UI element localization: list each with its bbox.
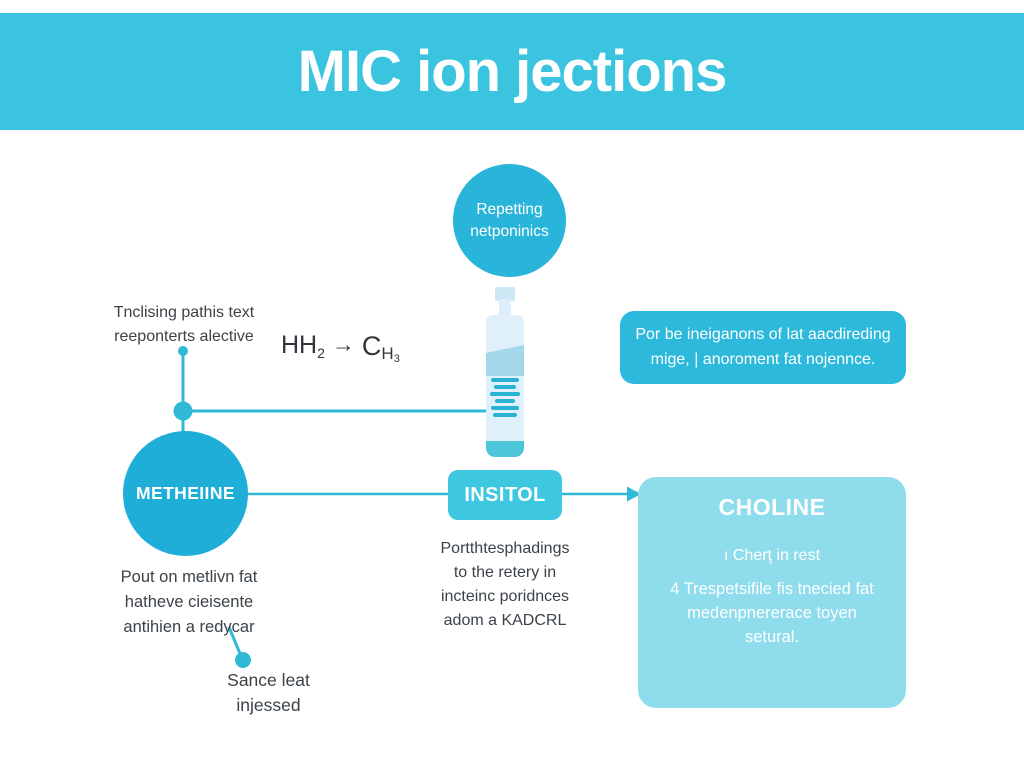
insitol-label: INSITOL (464, 483, 546, 506)
vial-neck (499, 299, 511, 318)
info-box-line2: mige, | anoroment fat nojennce. (650, 350, 876, 368)
vial-label-stripes (486, 378, 524, 417)
note-dot-small (178, 346, 188, 356)
choline-body-line1: 4 Trespetsifile fis tnecied fat (670, 580, 874, 598)
vial-body (486, 315, 524, 457)
info-box-line1: Por be ineiganons of lat aacdireding (635, 325, 891, 343)
choline-body: 4 Trespetsifile fis tnecied fat medenpne… (657, 578, 887, 650)
choline-subtitle: ı Cherţ in rest (723, 547, 821, 564)
choline-body-line3: setural. (744, 627, 800, 646)
vial-stripe (491, 378, 519, 382)
metheiine-caption: Pout on metlivn fat hatheve cieisente an… (83, 565, 295, 639)
title-banner: MIC ion jections (0, 13, 1024, 130)
arrowhead-icon (627, 486, 641, 502)
repeating-circle-line1: Repetting (476, 200, 543, 218)
insitol-node: INSITOL (448, 470, 562, 520)
repeating-circle: Repetting netponinics (453, 164, 566, 277)
vial-stripe (494, 385, 516, 389)
note-dot-large (173, 401, 193, 421)
page-title: MIC ion jections (297, 39, 728, 104)
metheiine-node: METHEIINE (123, 431, 248, 556)
pointer-line (227, 626, 243, 657)
vial-base (486, 441, 524, 457)
insitol-caption-line1: Portthtesphadings (440, 540, 570, 557)
choline-body-line2: medenpnererace toyen (687, 603, 857, 622)
vial-stripe (495, 399, 515, 403)
formula-base1: HH (281, 331, 318, 359)
vial-stripe (490, 392, 520, 396)
vial-stripe (493, 413, 517, 417)
formula-sub2: H (381, 344, 394, 363)
formula-sub1: 2 (317, 345, 325, 361)
formula-sub3: 3 (393, 353, 400, 365)
metheiine-caption-line1: Pout on metlivn fat (120, 568, 258, 586)
vial-illustration (486, 287, 524, 457)
info-box: Por be ineiganons of lat aacdireding mig… (620, 311, 906, 384)
vial-liquid-fill (486, 345, 524, 376)
vial-cap (495, 287, 515, 301)
formula-base2: C (361, 331, 382, 361)
metheiine-label: METHEIINE (136, 483, 235, 503)
formula-arrow-icon: → (331, 331, 355, 357)
pointer-dot (235, 652, 251, 668)
pointer-caption-line1: Sance leat (227, 670, 310, 690)
metheiine-caption-line3: antihien a redycar (123, 617, 255, 636)
insitol-caption-line3: incteinc poridnces (440, 588, 570, 605)
left-note-line1: Tnclising pathis text (113, 304, 255, 321)
insitol-caption: Portthtesphadings to the retery in incte… (400, 537, 610, 633)
choline-panel: CHOLINE ı Cherţ in rest 4 Trespetsifile … (638, 477, 906, 708)
repeating-circle-line2: netponinics (470, 222, 549, 240)
insitol-caption-line2: to the retery in (453, 564, 557, 581)
pointer-caption: Sance leat injessed (190, 668, 347, 719)
insitol-caption-line4: adom a KADCRL (443, 612, 567, 629)
vial-stripe (491, 406, 519, 410)
left-note-line2: reeponterts alective (114, 328, 254, 345)
metheiine-caption-line2: hatheve cieisente (124, 592, 254, 611)
left-note: Tnclising pathis text reeponterts alecti… (78, 301, 290, 349)
choline-title: CHOLINE (718, 494, 826, 520)
pointer-caption-line2: injessed (236, 695, 301, 716)
chemical-formula: HH 2 → C H 3 (281, 331, 400, 365)
